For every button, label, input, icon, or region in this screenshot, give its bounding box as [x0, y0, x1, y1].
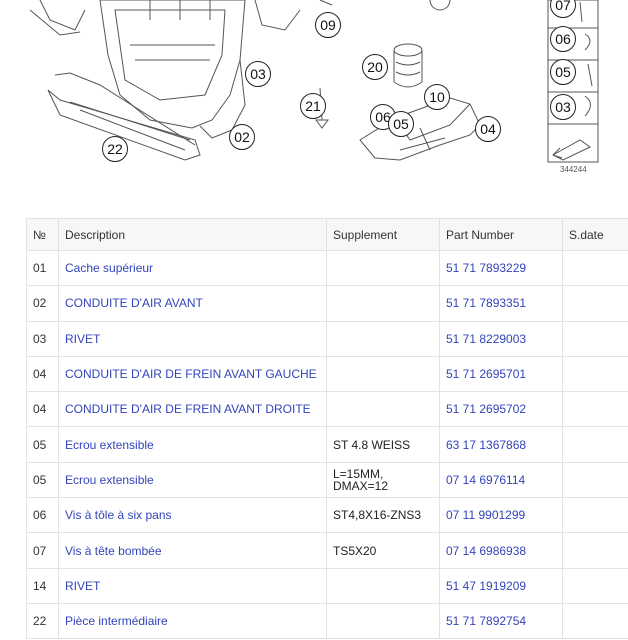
row-supplement [326, 602, 440, 640]
row-sdate [562, 249, 628, 287]
callout-10[interactable]: 10 [424, 84, 450, 110]
parts-diagram: 09 03 02 22 21 20 10 06 05 04 07 06 05 0… [0, 0, 628, 200]
callout-21[interactable]: 21 [300, 93, 326, 119]
table-row: 07 Vis à tête bombée TS5X20 07 14 698693… [26, 532, 628, 569]
row-part-number-link[interactable]: 07 11 9901299 [439, 497, 563, 534]
table-row: 03 RIVET 51 71 8229003 [26, 320, 628, 357]
row-sdate [562, 497, 628, 534]
row-description-link[interactable]: Ecrou extensible [58, 461, 327, 499]
table-row: 06 Vis à tôle à six pans ST4,8X16-ZNS3 0… [26, 497, 628, 534]
row-part-number-link[interactable]: 07 14 6986938 [439, 532, 563, 569]
table-row: 05 Ecrou extensible L=15MM, DMAX=12 07 1… [26, 461, 628, 499]
row-supplement [326, 567, 440, 604]
row-part-number-link[interactable]: 51 71 2695702 [439, 391, 563, 428]
parts-table: № Description Supplement Part Number S.d… [26, 218, 628, 640]
row-sdate [562, 602, 628, 640]
row-description-link[interactable]: CONDUITE D'AIR DE FREIN AVANT DROITE [58, 391, 327, 428]
table-row: 22 Pièce intermédiaire 51 71 7892754 [26, 602, 628, 640]
row-description-link[interactable]: Cache supérieur [58, 249, 327, 287]
row-number: 04 [26, 391, 59, 428]
row-part-number-link[interactable]: 51 71 7892754 [439, 602, 563, 640]
callout-05[interactable]: 05 [388, 111, 414, 137]
table-header-row: № Description Supplement Part Number S.d… [26, 218, 628, 251]
callout-04[interactable]: 04 [475, 116, 501, 142]
callout-03-panel[interactable]: 03 [550, 94, 576, 120]
row-supplement: ST4,8X16-ZNS3 [326, 497, 440, 534]
row-number: 01 [26, 249, 59, 287]
callout-06-panel[interactable]: 06 [550, 26, 576, 52]
callout-02[interactable]: 02 [229, 124, 255, 150]
row-description-link[interactable]: RIVET [58, 320, 327, 357]
row-supplement [326, 249, 440, 287]
row-number: 05 [26, 461, 59, 499]
table-row: 01 Cache supérieur 51 71 7893229 [26, 249, 628, 287]
row-number: 07 [26, 532, 59, 569]
row-sdate [562, 285, 628, 322]
header-supplement: Supplement [326, 218, 440, 251]
row-number: 03 [26, 320, 59, 357]
header-sdate: S.date [562, 218, 628, 251]
row-description-link[interactable]: RIVET [58, 567, 327, 604]
row-supplement [326, 285, 440, 322]
row-part-number-link[interactable]: 51 71 8229003 [439, 320, 563, 357]
table-row: 04 CONDUITE D'AIR DE FREIN AVANT DROITE … [26, 391, 628, 428]
row-supplement [326, 355, 440, 393]
callout-22[interactable]: 22 [102, 136, 128, 162]
catalog-id: 344244 [560, 165, 587, 174]
row-sdate [562, 355, 628, 393]
row-number: 05 [26, 426, 59, 463]
header-description: Description [58, 218, 327, 251]
row-sdate [562, 461, 628, 499]
header-number: № [26, 218, 59, 251]
callout-20[interactable]: 20 [362, 54, 388, 80]
row-supplement: TS5X20 [326, 532, 440, 569]
row-sdate [562, 391, 628, 428]
row-part-number-link[interactable]: 51 71 7893351 [439, 285, 563, 322]
callout-07-panel[interactable]: 07 [550, 0, 576, 18]
row-supplement [326, 320, 440, 357]
row-number: 02 [26, 285, 59, 322]
row-supplement: L=15MM, DMAX=12 [326, 461, 440, 499]
row-part-number-link[interactable]: 51 71 2695701 [439, 355, 563, 393]
row-number: 14 [26, 567, 59, 604]
row-sdate [562, 320, 628, 357]
row-number: 22 [26, 602, 59, 640]
header-part-number: Part Number [439, 218, 563, 251]
callout-09[interactable]: 09 [315, 12, 341, 38]
row-part-number-link[interactable]: 63 17 1367868 [439, 426, 563, 463]
callout-05-panel[interactable]: 05 [550, 59, 576, 85]
table-row: 14 RIVET 51 47 1919209 [26, 567, 628, 604]
row-description-link[interactable]: Ecrou extensible [58, 426, 327, 463]
row-description-link[interactable]: CONDUITE D'AIR AVANT [58, 285, 327, 322]
row-sdate [562, 532, 628, 569]
row-supplement [326, 391, 440, 428]
row-description-link[interactable]: Pièce intermédiaire [58, 602, 327, 640]
row-supplement: ST 4.8 WEISS [326, 426, 440, 463]
row-part-number-link[interactable]: 51 47 1919209 [439, 567, 563, 604]
row-part-number-link[interactable]: 51 71 7893229 [439, 249, 563, 287]
row-description-link[interactable]: Vis à tôle à six pans [58, 497, 327, 534]
row-number: 04 [26, 355, 59, 393]
row-sdate [562, 426, 628, 463]
callout-03[interactable]: 03 [245, 61, 271, 87]
table-row: 02 CONDUITE D'AIR AVANT 51 71 7893351 [26, 285, 628, 322]
table-row: 04 CONDUITE D'AIR DE FREIN AVANT GAUCHE … [26, 355, 628, 393]
row-part-number-link[interactable]: 07 14 6976114 [439, 461, 563, 499]
table-row: 05 Ecrou extensible ST 4.8 WEISS 63 17 1… [26, 426, 628, 463]
row-description-link[interactable]: CONDUITE D'AIR DE FREIN AVANT GAUCHE [58, 355, 327, 393]
row-number: 06 [26, 497, 59, 534]
row-description-link[interactable]: Vis à tête bombée [58, 532, 327, 569]
row-sdate [562, 567, 628, 604]
